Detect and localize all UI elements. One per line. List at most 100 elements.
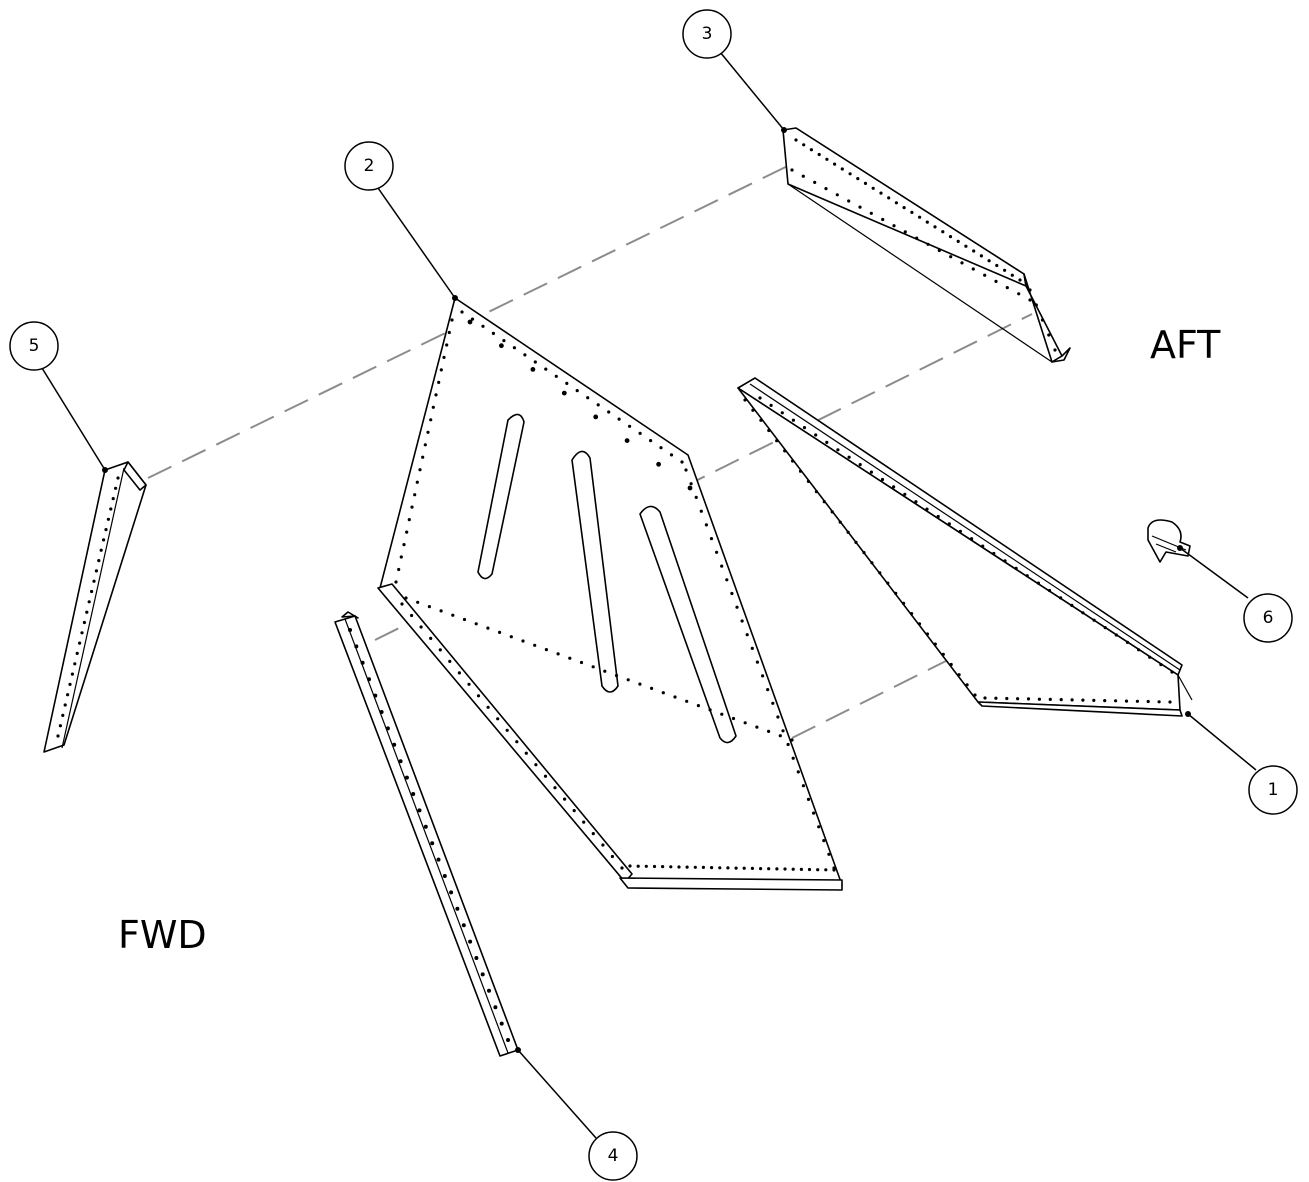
rivet-hole — [499, 1021, 504, 1026]
rivet-hole — [863, 181, 868, 185]
rivet-hole — [814, 490, 819, 494]
rivet-hole — [778, 734, 782, 738]
rivet-hole — [530, 367, 536, 372]
rivet-hole — [468, 939, 473, 944]
rivet-hole — [544, 367, 548, 371]
rivet-hole — [1092, 698, 1096, 703]
rivet-hole — [354, 644, 359, 649]
rivet-hole — [806, 479, 811, 483]
leader-6 — [1179, 547, 1249, 599]
rivet-hole — [68, 682, 72, 687]
rivet-hole — [812, 811, 816, 815]
rivet-hole — [751, 408, 755, 412]
rivet-hole — [474, 956, 479, 960]
rivet-hole — [487, 988, 491, 993]
rivet-hole — [825, 157, 829, 161]
rivet-hole — [447, 330, 451, 335]
rivet-hole — [426, 430, 430, 434]
rivet-hole — [925, 632, 930, 636]
rivet-hole — [937, 248, 941, 253]
rivet-hole — [781, 729, 785, 733]
rivet-hole — [397, 567, 401, 572]
rivet-hole — [1081, 698, 1085, 702]
rivet-hole — [624, 438, 630, 443]
rivet-hole — [563, 797, 567, 801]
rivet-hole — [607, 410, 611, 414]
rivet-hole — [626, 678, 630, 682]
rivet-hole — [400, 602, 404, 606]
rivet-hole — [731, 716, 736, 721]
rivet-hole — [947, 522, 951, 526]
rivet-hole — [399, 555, 403, 559]
part-5-left-angle — [43, 461, 147, 753]
rivet-hole — [650, 686, 654, 691]
rivet-hole — [544, 648, 549, 652]
rivet-hole — [1081, 611, 1085, 615]
part-4-rivet-holes — [348, 628, 510, 1042]
rivet-hole — [1037, 697, 1041, 701]
rivet-hole — [791, 418, 796, 422]
leader-1 — [1187, 713, 1257, 771]
rivet-hole — [1114, 633, 1118, 637]
rivet-hole — [427, 605, 431, 609]
rivet-hole — [449, 890, 454, 895]
rivet-hole — [799, 867, 804, 872]
rivet-hole — [1159, 663, 1163, 667]
rivet-hole — [933, 642, 937, 646]
rivet-hole — [451, 613, 455, 617]
rivet-hole — [481, 324, 485, 328]
rivet-hole — [582, 820, 586, 824]
rivet-hole — [1070, 603, 1074, 608]
rivet-hole — [407, 518, 411, 522]
rivet-hole — [404, 596, 408, 600]
rivet-hole — [971, 267, 975, 271]
rivet-hole — [512, 346, 517, 350]
rivet-hole — [628, 424, 632, 428]
rivet-hole — [461, 923, 466, 928]
rivet-hole — [505, 728, 509, 732]
rivet-hole — [1135, 699, 1139, 703]
rivet-hole — [554, 374, 558, 378]
rivet-hole — [661, 865, 665, 869]
rivet-hole — [565, 381, 569, 385]
callout-6-number: 6 — [1263, 608, 1274, 628]
rivet-hole — [455, 906, 460, 911]
rivet-hole — [603, 669, 607, 673]
rivet-hole — [995, 263, 999, 268]
rivet-hole — [759, 418, 763, 422]
rivet-hole — [561, 390, 567, 396]
rivet-hole — [474, 622, 478, 626]
rivet-hole — [708, 708, 712, 712]
rivet-hole — [436, 857, 441, 862]
rivet-hole — [840, 167, 844, 171]
rivet-hole — [758, 396, 762, 400]
rivet-hole — [360, 660, 365, 665]
rivet-hole — [790, 168, 794, 172]
rivet-hole — [534, 763, 538, 767]
rivet-hole — [1034, 303, 1038, 307]
rivet-hole — [610, 854, 615, 859]
rivet-hole — [392, 742, 397, 747]
rivet-hole — [813, 180, 817, 184]
rivet-hole — [90, 589, 94, 594]
rivet-hole — [80, 631, 84, 635]
rivet-hole — [680, 460, 684, 464]
rivet-hole — [776, 715, 780, 719]
rivet-hole — [1146, 699, 1150, 704]
rivet-hole — [448, 659, 452, 664]
rivet-hole — [816, 868, 820, 872]
leader-4 — [517, 1049, 597, 1139]
rivet-hole — [411, 792, 416, 796]
rivet-hole — [418, 468, 422, 472]
callout-5-number: 5 — [29, 336, 40, 356]
rivet-hole — [423, 824, 428, 829]
rivet-hole — [85, 610, 89, 614]
slot-right — [639, 505, 737, 744]
rivet-hole — [434, 393, 438, 397]
rivet-hole — [438, 648, 442, 652]
rivet-hole — [835, 193, 839, 197]
rivet-hole — [1047, 333, 1051, 337]
rivet-hole — [949, 662, 953, 667]
rivet-hole — [743, 398, 747, 402]
leader-3 — [719, 51, 785, 131]
